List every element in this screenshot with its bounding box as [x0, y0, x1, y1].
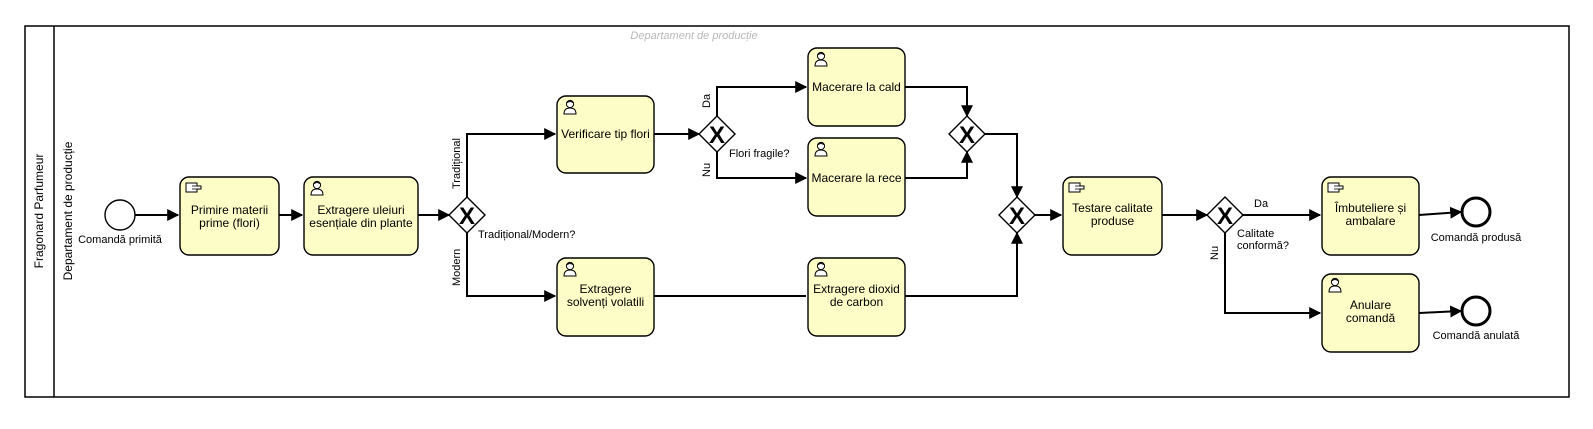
flow-label-modern: Modern: [451, 249, 463, 286]
task-verificare-tip-flori[interactable]: Verificare tip flori: [556, 95, 655, 174]
task-testare-line-2: produse: [1091, 214, 1135, 228]
gateway-x-icon: X: [959, 122, 975, 149]
task-extragere-uleiuri-line-2: esențiale din plante: [309, 216, 413, 230]
gateway-calitate-conforma[interactable]: X: [1206, 196, 1244, 234]
lane-name: Departament de producție: [61, 141, 75, 280]
gateway-x-icon: X: [1217, 203, 1233, 230]
task-testare-calitate[interactable]: Testare calitate produse: [1062, 176, 1163, 256]
gateway-flori-fragile-label: Flori fragile?: [729, 148, 790, 160]
end-event-produsa[interactable]: [1460, 196, 1492, 228]
task-imbuteliere[interactable]: Îmbuteliere și ambalare: [1321, 176, 1420, 256]
task-macerare-cald[interactable]: Macerare la cald: [807, 47, 906, 127]
gateway-x-icon: X: [709, 122, 725, 149]
end-event-anulata[interactable]: [1460, 295, 1492, 327]
task-imbuteliere-line-2: ambalare: [1345, 214, 1395, 228]
task-extragere-dioxid[interactable]: Extragere dioxid de carbon: [807, 257, 906, 337]
gateway-flori-fragile[interactable]: X: [698, 115, 736, 153]
flow-label-nu-top: Nu: [701, 163, 713, 177]
gateway-merge-macerare[interactable]: X: [948, 115, 986, 153]
flow-label-nu-bottom: Nu: [1209, 246, 1221, 260]
task-macerare-cald-line-1: Macerare la cald: [812, 80, 901, 94]
task-imbuteliere-line-1: Îmbuteliere și: [1334, 200, 1406, 215]
gateway-traditional-modern-label: Tradițional/Modern?: [478, 229, 575, 241]
pool-name: Fragonard Parfumeur: [32, 154, 46, 269]
task-anulare-line-1: Anulare: [1350, 298, 1392, 312]
task-testare-line-1: Testare calitate: [1072, 201, 1153, 215]
task-extragere-solventi-line-2: solvenți volatili: [567, 295, 644, 309]
task-primire-materii[interactable]: Primire materii prime (flori): [179, 176, 280, 256]
end-event-anulata-label: Comandă anulată: [1433, 330, 1521, 342]
task-extragere-dioxid-line-2: de carbon: [830, 295, 883, 309]
task-macerare-rece[interactable]: Macerare la rece: [807, 137, 906, 217]
task-extragere-uleiuri[interactable]: Extragere uleiuri esențiale din plante: [303, 176, 419, 256]
gateway-calitate-label-line-2: conformă?: [1237, 240, 1289, 252]
lane-watermark: Departament de producție: [630, 30, 757, 42]
start-event[interactable]: [104, 199, 136, 231]
gateway-x-icon: X: [459, 203, 475, 230]
sequence-flows: [135, 81, 1463, 319]
task-extragere-dioxid-line-1: Extragere dioxid: [813, 282, 900, 296]
gateway-x-icon: X: [1009, 203, 1025, 230]
task-anulare-comanda[interactable]: Anulare comandă: [1321, 273, 1420, 353]
task-anulare-line-2: comandă: [1346, 311, 1396, 325]
gateway-traditional-modern[interactable]: X: [448, 196, 486, 234]
flow-label-traditional: Tradițional: [451, 138, 463, 189]
end-event-produsa-label: Comandă produsă: [1431, 232, 1522, 244]
task-extragere-solventi-line-1: Extragere: [579, 282, 631, 296]
gateway-merge-extragere[interactable]: X: [998, 196, 1036, 234]
task-extragere-solventi[interactable]: Extragere solvenți volatili: [556, 257, 655, 337]
flow-label-da-bottom: Da: [1254, 198, 1269, 210]
flow-label-da-top: Da: [701, 93, 713, 108]
task-macerare-rece-line-1: Macerare la rece: [811, 171, 901, 185]
task-extragere-uleiuri-line-1: Extragere uleiuri: [317, 203, 404, 217]
gateway-calitate-label-line-1: Calitate: [1237, 228, 1274, 240]
task-primire-line-2: prime (flori): [199, 216, 260, 230]
task-verificare-line-1: Verificare tip flori: [561, 127, 650, 141]
start-event-label: Comandă primită: [78, 234, 163, 246]
task-primire-line-1: Primire materii: [191, 203, 268, 217]
